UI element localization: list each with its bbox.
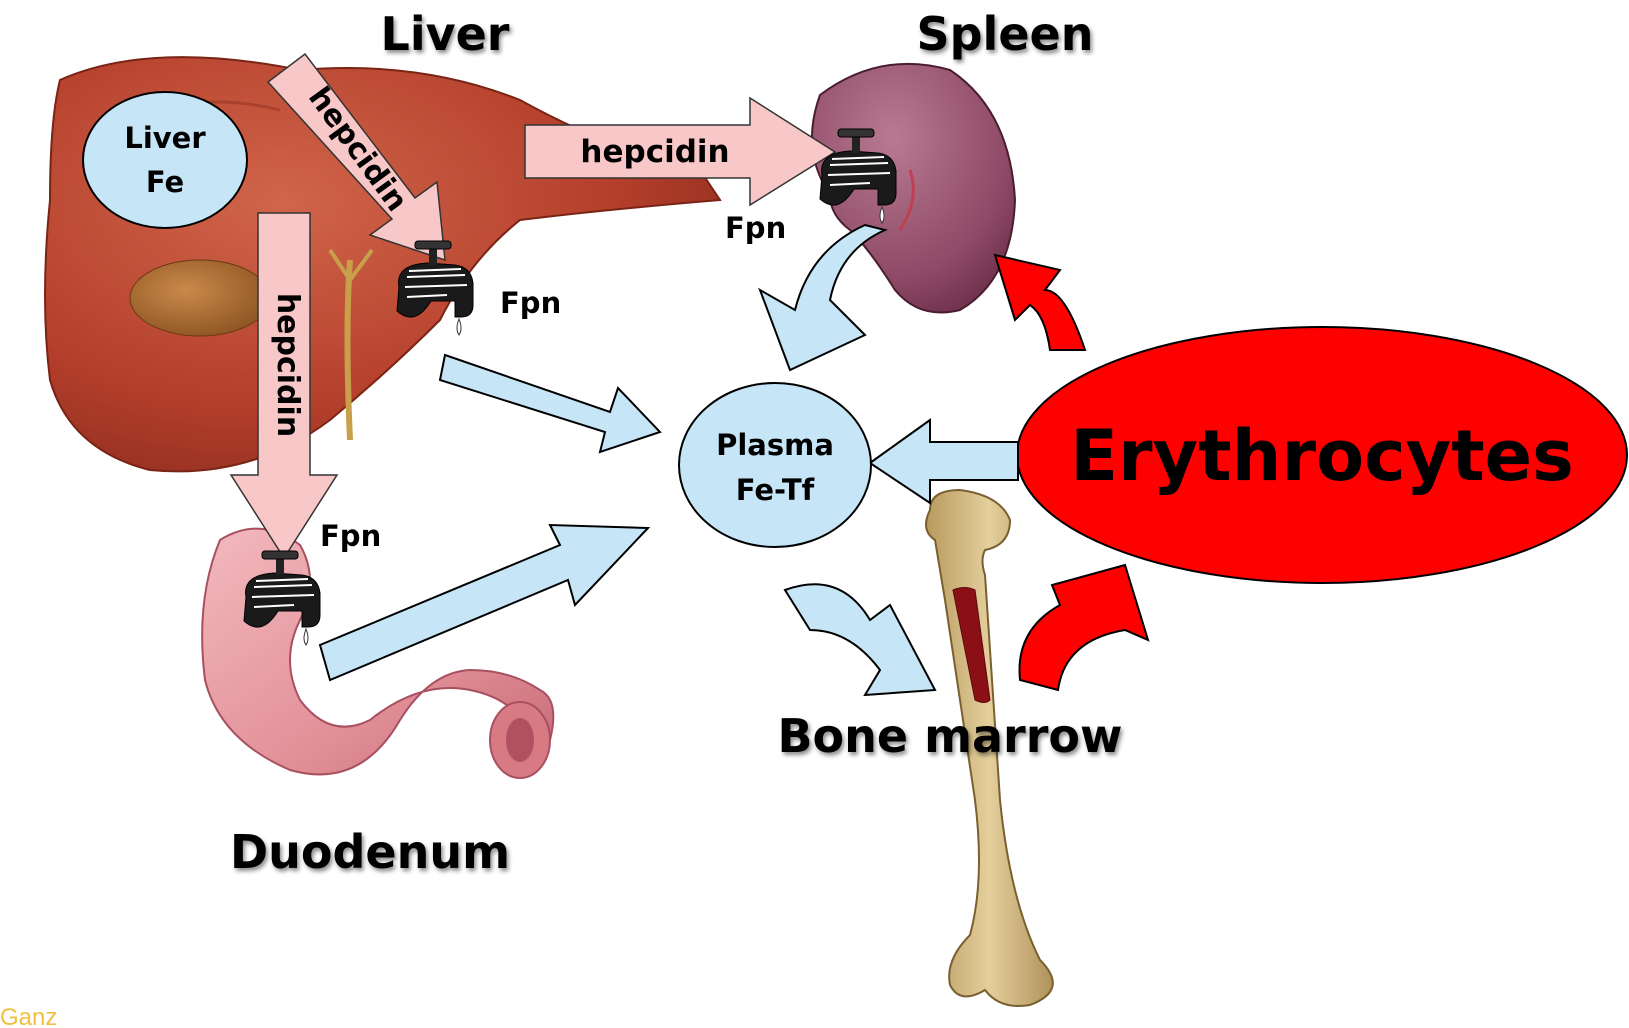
arrow-liver-to-plasma <box>440 355 660 452</box>
arrow-bone-marrow-to-erythrocytes <box>1020 565 1149 690</box>
spleen-title: Spleen <box>917 7 1094 61</box>
bone-marrow-title: Bone marrow <box>777 709 1122 763</box>
hepcidin-label-duodenum: hepcidin <box>270 293 305 437</box>
fpn-label-liver: Fpn <box>500 286 561 320</box>
fpn-label-spleen: Fpn <box>725 211 786 245</box>
hepcidin-label-spleen: hepcidin <box>580 134 729 170</box>
liver-fe-line2: Fe <box>146 165 184 199</box>
liver-title: Liver <box>381 7 510 61</box>
credit-text: Ganz <box>0 1004 57 1028</box>
plasma-line1: Plasma <box>716 428 834 462</box>
plasma-line2: Fe-Tf <box>736 473 815 507</box>
arrow-erythrocytes-to-plasma <box>870 420 1018 503</box>
plasma-fe-tf-node <box>679 383 871 547</box>
liver-fe-node <box>83 92 247 228</box>
duodenum-title: Duodenum <box>230 825 510 879</box>
fpn-label-duodenum: Fpn <box>320 519 381 553</box>
liver-fe-line1: Liver <box>124 121 206 155</box>
erythrocytes-label: Erythrocytes <box>1070 415 1574 497</box>
arrow-erythrocytes-to-spleen <box>995 255 1085 350</box>
arrow-plasma-to-bone-marrow <box>785 584 935 695</box>
